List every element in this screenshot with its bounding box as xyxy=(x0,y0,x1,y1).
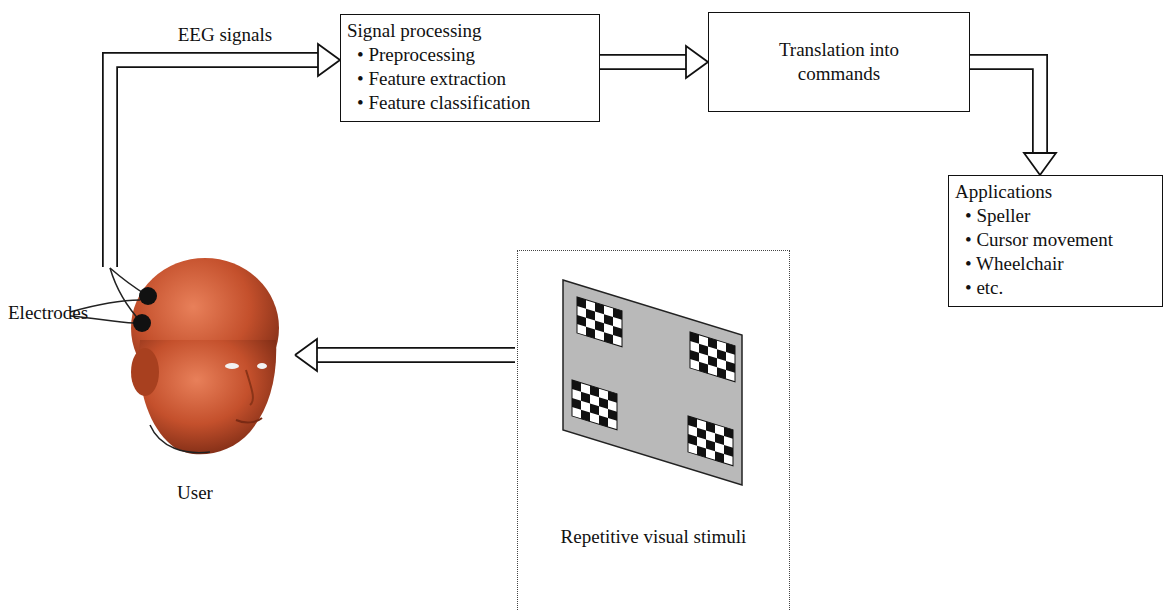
block-arrow xyxy=(970,62,1056,175)
block-arrow xyxy=(600,46,708,78)
edge-label: EEG signals xyxy=(178,24,272,46)
part-label: Electrodes xyxy=(8,302,88,324)
node-label: Signal processing xyxy=(347,19,589,43)
electrode xyxy=(133,314,151,332)
checkerboard xyxy=(690,332,735,382)
node-label: Repetitive visual stimuli xyxy=(561,525,747,549)
checkerboard xyxy=(572,380,617,430)
list-item: • Feature classification xyxy=(347,91,589,115)
checkerboard xyxy=(577,297,622,347)
stimulus-screen xyxy=(563,280,742,485)
node-label: Applications xyxy=(955,180,1152,204)
checkerboard xyxy=(688,416,733,466)
user-figure: User xyxy=(95,255,295,505)
process-box: Translation into commands xyxy=(708,12,970,112)
list-item: • Cursor movement xyxy=(955,228,1152,252)
block-arrow xyxy=(110,44,340,267)
list-item: • Speller xyxy=(955,204,1152,228)
electrode xyxy=(139,287,157,305)
list-item: • Wheelchair xyxy=(955,252,1152,276)
stimulus-panel: Repetitive visual stimuli xyxy=(517,250,790,610)
node-label: Translation into commands xyxy=(764,38,914,86)
user-head xyxy=(131,258,279,454)
list-item: • Preprocessing xyxy=(347,43,589,67)
list-item: • Feature extraction xyxy=(347,67,589,91)
block-arrow xyxy=(295,339,515,371)
process-box: Signal processing• Preprocessing• Featur… xyxy=(340,14,600,122)
node-label: User xyxy=(177,481,213,505)
application-box: Applications• Speller• Cursor movement• … xyxy=(948,175,1163,307)
list-item: • etc. xyxy=(955,276,1152,300)
